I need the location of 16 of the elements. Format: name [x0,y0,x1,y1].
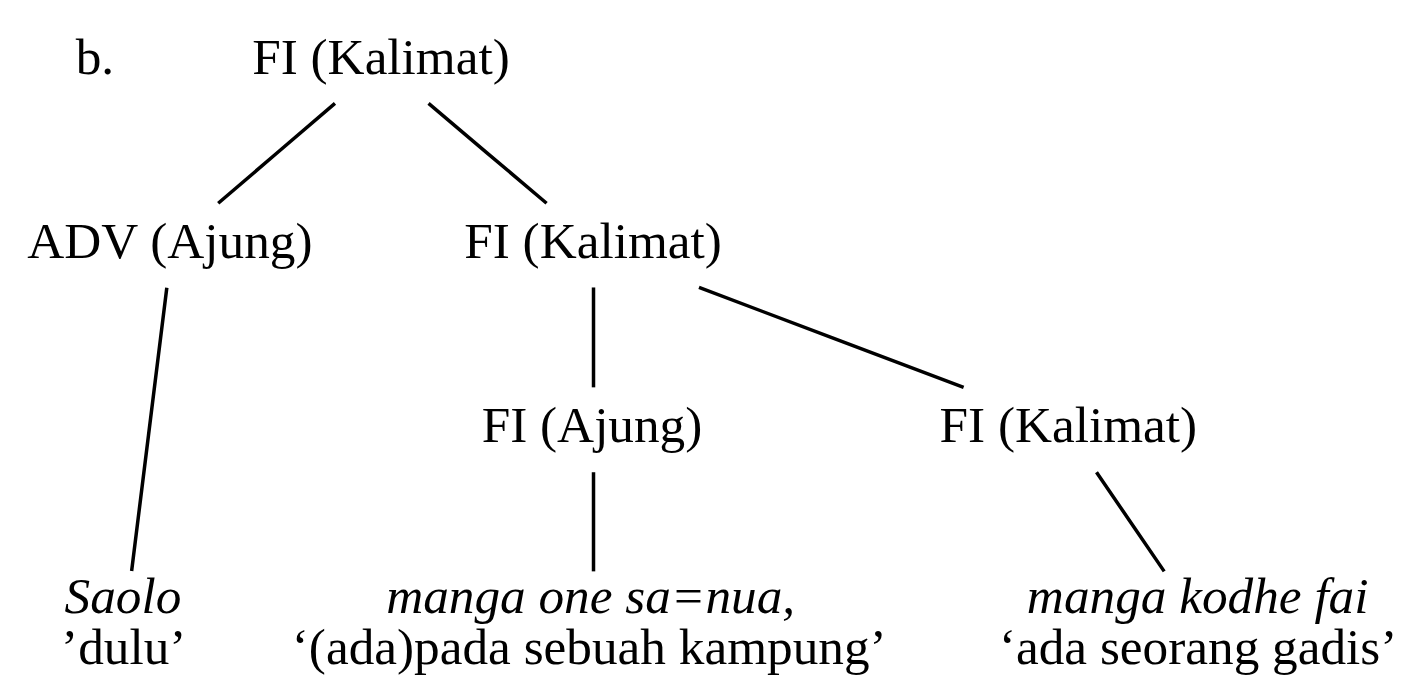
node-text: manga one sa=nua, ‘(ada)pada sebuah kampung’ [291,566,887,675]
node-text: manga kodhe fai ‘ada seorang gadis’ [998,566,1398,675]
connector [427,101,548,205]
connector [698,285,965,389]
connector [217,101,337,205]
connector [129,287,169,571]
label: b. [75,27,115,85]
connector [591,471,596,571]
connector [1095,470,1166,572]
node-text: FI (Kalimat) [464,211,722,269]
node-text: ADV (Ajung) [27,211,313,269]
node-text: FI (Ajung) [481,395,703,453]
connector [591,286,596,387]
node-text: FI (Kalimat) [939,395,1198,453]
node-text: Saolo ’dulu’ [61,566,187,675]
node-text: FI (Kalimat) [252,27,510,85]
